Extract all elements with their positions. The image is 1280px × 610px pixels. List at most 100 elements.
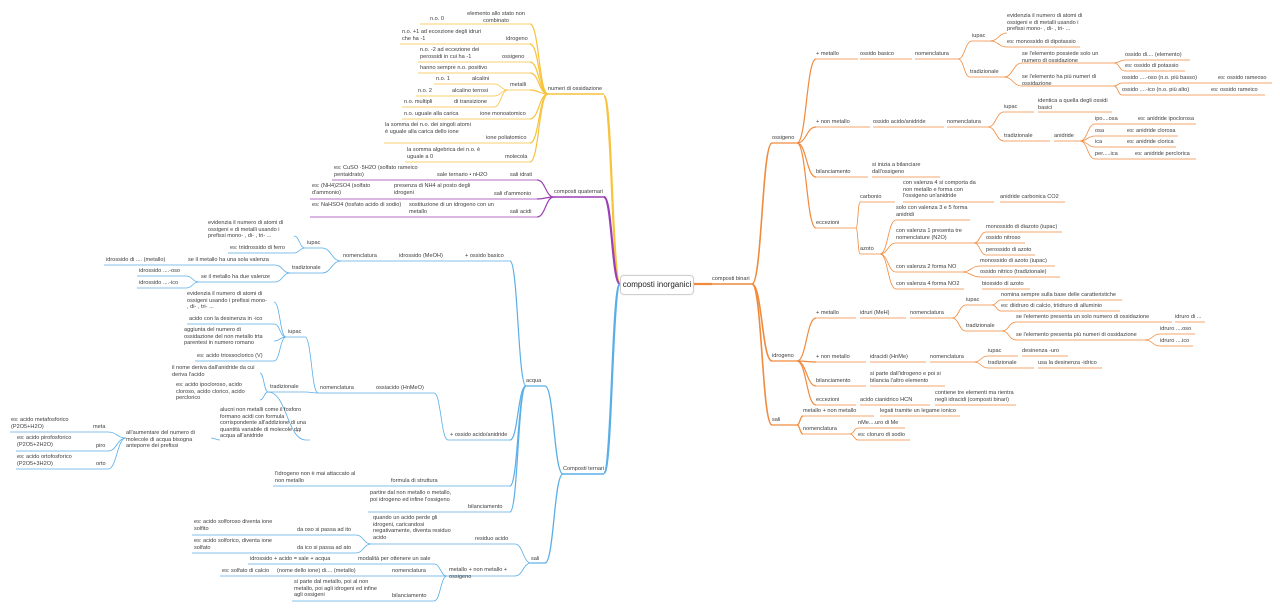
- node-ossiacido-ico[interactable]: acido con la desinenza in -ico: [189, 316, 263, 322]
- node-es-pirofosforico[interactable]: es: acido pirofosforico (P2O5+2H2O): [17, 435, 72, 448]
- node-es-ossido-rameoso[interactable]: es: ossido rameoso: [1218, 75, 1267, 81]
- node-ob-iupac[interactable]: iupac: [972, 33, 986, 39]
- node-ossiacido-tradizionale[interactable]: tradizionale: [270, 384, 299, 390]
- node-es-perclorica[interactable]: es: anidride perclorica: [1135, 151, 1190, 157]
- node-idrogeno-eccezioni[interactable]: eccezioni: [816, 397, 840, 403]
- node-carbonio-desc[interactable]: con valenza 4 si comporta da non metallo…: [903, 180, 976, 200]
- node-azoto-35[interactable]: solo con valenza 3 e 5 forma anidridi: [896, 205, 968, 218]
- node-residuo-desc[interactable]: quando un acido perde gli idrogeni, cari…: [373, 515, 451, 541]
- node-ossido-di-elemento[interactable]: ossido di.... (elemento): [1125, 52, 1182, 58]
- node-prefissi-desc[interactable]: all'aumentare del numero di molecole di …: [126, 430, 195, 450]
- node-ob-trad-one-no[interactable]: se l'elemento possiede solo un numero di…: [1022, 51, 1099, 64]
- node-formula-struttura[interactable]: formula di struttura: [391, 478, 438, 484]
- node-ternari-bil-desc[interactable]: partire dal non metallo o metallo, poi i…: [370, 490, 452, 503]
- node-idrossido-oso[interactable]: idrossido ....-oso: [139, 268, 181, 274]
- node-sali-acidi[interactable]: sali acidi: [510, 209, 532, 215]
- node-idrossido-tradizionale[interactable]: tradizionale: [292, 265, 321, 271]
- node-ossiacido[interactable]: ossiacido (HnMeO): [376, 385, 424, 391]
- node-idruri[interactable]: idruri (MeH): [860, 310, 890, 316]
- node-sali-acidi-desc[interactable]: sostituzione di un idrogeno con un metal…: [409, 202, 494, 215]
- node-az-no-iupac[interactable]: monossido di azoto (iupac): [980, 258, 1047, 264]
- node-molecola-desc[interactable]: la somma algebrica dei n.o. è uguale a 0: [407, 147, 481, 160]
- node-idruri-nomenclatura[interactable]: nomenclatura: [910, 310, 944, 316]
- node-sali-idrati-es[interactable]: es: CuSO ·5H2O (solfato rameico pentaidr…: [334, 165, 418, 178]
- node-az-n2o-iupac[interactable]: monossido di diazoto (iupac): [986, 224, 1058, 230]
- node-ione-poli-desc[interactable]: la somma dei n.o. dei singoli atomi è ug…: [385, 122, 471, 135]
- node-ossigeno-metallo[interactable]: + metallo: [816, 51, 839, 57]
- node-no-ossigeno[interactable]: ossigeno: [502, 54, 525, 60]
- node-azoto-val2[interactable]: con valenza 2 forma NO: [896, 264, 957, 270]
- node-composti-ternari[interactable]: Composti ternari: [563, 466, 605, 472]
- node-azoto-val1[interactable]: con valenza 1 presenta tre nomenclature …: [896, 228, 962, 241]
- node-ipo-osa[interactable]: ipo....osa: [1095, 116, 1118, 122]
- node-idruro-di[interactable]: idruro di ...: [1175, 314, 1202, 320]
- node-es-clorica[interactable]: es: anidride clorica: [1127, 139, 1174, 145]
- node-az-perossido[interactable]: perossido di azoto: [986, 247, 1032, 253]
- node-idrogeno-non-metallo[interactable]: + non metallo: [816, 354, 850, 360]
- node-desinenza-uro[interactable]: desinenza -uro: [1022, 348, 1060, 354]
- node-ica[interactable]: ica: [1095, 139, 1103, 145]
- node-idruri-iupac[interactable]: iupac: [966, 297, 980, 303]
- node-es-ortofosforico[interactable]: es: acido ortofosforico (P2O5+3H2O): [17, 454, 72, 467]
- node-no-0[interactable]: n.o. 0: [430, 16, 444, 22]
- node-sali-ammonio-es[interactable]: es: (NH4)2SO4 (solfato d'ammonio): [312, 183, 371, 196]
- node-composti-binari[interactable]: composti binari: [712, 276, 750, 282]
- node-idruro-ico[interactable]: idruro ....ico: [1160, 338, 1190, 344]
- node-idrossido-una-valenza[interactable]: se il metallo ha una sola valenza: [188, 257, 269, 263]
- node-bil-idrogeno-desc[interactable]: si parte dall'idrogeno e poi si bilancia…: [870, 371, 941, 384]
- node-acqua[interactable]: acqua: [526, 378, 542, 384]
- node-oa-iupac[interactable]: iupac: [1004, 104, 1018, 110]
- node-metallo-non-metallo[interactable]: metallo + non metallo: [803, 408, 857, 414]
- node-carbonio[interactable]: carbonio: [860, 194, 882, 200]
- node-idracidi-tradizionale[interactable]: tradizionale: [988, 360, 1017, 366]
- node-idruri-iupac-es[interactable]: es: diidruro di calcio, triidruro di all…: [1001, 303, 1103, 309]
- node-no-1[interactable]: n.o. 1: [436, 76, 450, 82]
- node-es-clorosa[interactable]: es: anidride clorosa: [1127, 128, 1176, 134]
- node-modalita-sale[interactable]: modalità per ottenere un sale: [358, 556, 431, 562]
- node-metallo-nonmetallo-ossigeno[interactable]: metallo + non metallo + ossigeno: [449, 567, 508, 580]
- node-idrossido-iupac-desc[interactable]: evidenzia il numero di atomi di ossigeni…: [208, 220, 284, 240]
- node-desinenza-idrico[interactable]: usa la desinenza -idrico: [1038, 360, 1097, 366]
- node-idruri-tradizionale[interactable]: tradizionale: [966, 323, 995, 329]
- node-orto[interactable]: orto: [96, 461, 106, 467]
- node-ossido-acido[interactable]: ossido acido/anidride: [873, 119, 926, 125]
- node-da-oso[interactable]: da oso si passa ad ito: [297, 527, 352, 533]
- node-idruri-one-no[interactable]: se l'elemento presenta un solo numero di…: [1016, 314, 1150, 320]
- node-no-idrogeno[interactable]: idrogeno: [506, 36, 528, 42]
- node-az-nitrico[interactable]: ossido nitrico (tradizionale): [980, 269, 1047, 275]
- node-sali-ternari[interactable]: sali: [531, 556, 540, 562]
- node-piro[interactable]: piro: [96, 443, 106, 449]
- node-anidride-carbonica[interactable]: anidride carbonica CO2: [1000, 194, 1059, 200]
- node-alcalini[interactable]: alcalini: [472, 76, 490, 82]
- node-idrossido-nomenclatura[interactable]: nomenclatura: [343, 253, 377, 259]
- node-es-metafosforico[interactable]: es: acido metafosforico (P2O5+H2O): [11, 417, 69, 430]
- node-ossiacido-trad-desc[interactable]: il nome deriva dall'anidride da cui deri…: [172, 365, 255, 378]
- node-alcalino-terrosi[interactable]: alcalino terrosi: [452, 88, 489, 94]
- node-composti-quaternari[interactable]: composti quaternari: [554, 189, 604, 195]
- node-ossido-ico[interactable]: ossido ....-ico (n.o. più alto): [1122, 87, 1190, 93]
- node-ossiacido-trad-es[interactable]: es: acido ipocloroso, acido cloroso, aci…: [176, 382, 245, 402]
- node-ossigeno-no-desc[interactable]: n.o. -2 ad eccezione dei perossidi in cu…: [420, 47, 480, 60]
- node-sali-bil-desc[interactable]: si parte dal metallo, poi al non metallo…: [294, 579, 378, 599]
- node-ione-poliatomico[interactable]: ione poliatomico: [486, 135, 527, 141]
- node-ossiacido-es[interactable]: es: acido triossoclorico (V): [197, 353, 263, 359]
- node-molecola[interactable]: molecola: [505, 154, 528, 160]
- node-es-ossido-potassio[interactable]: es: ossido di potassio: [1125, 63, 1179, 69]
- node-idruri-multi-no[interactable]: se l'elemento presenta più numeri di oss…: [1016, 332, 1137, 338]
- node-sali-ammonio[interactable]: sali d'ammonio: [494, 191, 532, 197]
- node-ternari-bilanciamento[interactable]: bilanciamento: [468, 504, 503, 510]
- node-legame-ionico[interactable]: legati tramite un legame ionico: [880, 408, 956, 414]
- node-di-transizione[interactable]: di transizione: [454, 99, 487, 105]
- node-metalli[interactable]: metalli: [510, 82, 527, 88]
- node-piu-ossido-acido[interactable]: + ossido acido/anidride: [450, 432, 508, 438]
- node-da-ico-es[interactable]: es: acido solforico, diventa ione solfat…: [194, 538, 273, 551]
- node-acido-cianidrico[interactable]: acido cianidrico HCN: [860, 397, 913, 403]
- node-residuo-acido[interactable]: residuo acido: [475, 536, 509, 542]
- node-ob-nomenclatura[interactable]: nomenclatura: [915, 51, 949, 57]
- node-ossido-basico[interactable]: ossido basico: [860, 51, 894, 57]
- node-azoto-val4[interactable]: con valenza 4 forma NO2: [896, 281, 960, 287]
- node-oa-nomenclatura[interactable]: nomenclatura: [947, 119, 981, 125]
- node-idrossido-di[interactable]: idrossido di .... (metallo): [106, 257, 166, 263]
- node-idrogeno[interactable]: idrogeno: [772, 353, 794, 359]
